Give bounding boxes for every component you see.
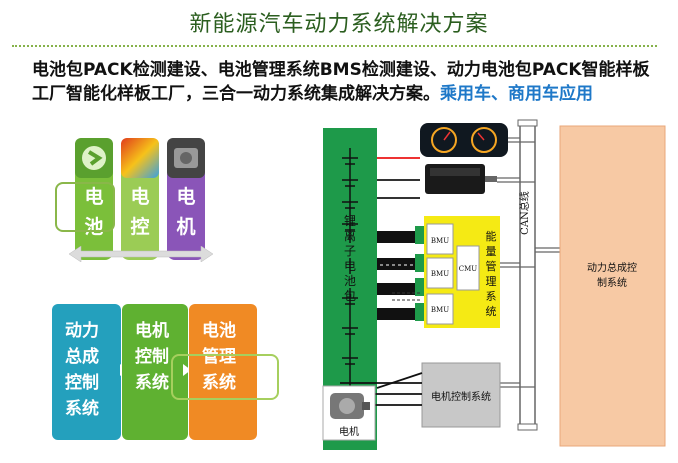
description: 电池包PACK检测建设、电池管理系统BMS检测建设、动力电池包PACK智能样板工…: [32, 58, 662, 106]
powertrain-label-line: 动力总成控: [587, 261, 637, 274]
arrow-right-icon: [183, 364, 191, 376]
battery-pack-char: 包: [344, 289, 356, 303]
system-line: 系统: [65, 399, 99, 419]
bmu-label: BMU: [431, 306, 449, 314]
description-highlight: 乘用车、商用车应用: [440, 84, 593, 104]
system-powertrain-control: 动力 总成 控制 系统: [52, 304, 121, 440]
battery-highlight-frame: [55, 182, 115, 232]
system-line: 电机: [135, 321, 169, 341]
system-line: 控制: [135, 347, 169, 367]
instrument-cluster-icon: [420, 123, 508, 157]
pillar-control-char-2: 控: [130, 216, 150, 238]
battery-pack-char: 池: [344, 274, 356, 288]
system-line: 管理: [202, 347, 236, 367]
system-line: 系统: [202, 373, 236, 393]
pillar-control-char-1: 电: [130, 186, 150, 208]
motor-controller-label: 电机控制系统: [431, 390, 491, 403]
system-line: 动力: [65, 321, 99, 341]
architecture-diagram: 锂 离 子 电 池 包 BMU BMU BMU CMU 能 量 管 理 系 统: [322, 119, 666, 450]
energy-char: 能: [486, 229, 497, 243]
motor-controller-box: [421, 362, 501, 428]
can-bus-label: CAN总线: [518, 191, 531, 235]
bmu-label: BMU: [431, 237, 449, 245]
cmu-label: CMU: [459, 265, 478, 273]
powertrain-control-box: [559, 125, 666, 447]
battery-pack-char: 离: [344, 228, 356, 243]
system-line: 总成: [65, 347, 99, 367]
system-battery-management: 电池 管理 系统: [189, 304, 257, 440]
title-divider: [12, 45, 657, 47]
pillar-motor-char-2: 机: [176, 216, 196, 238]
battery-pack-char: 锂: [344, 213, 356, 228]
controller-thermal-icon: [121, 138, 159, 178]
bmu-label: BMU: [431, 270, 449, 278]
system-line: 系统: [135, 373, 169, 393]
energy-char: 理: [486, 275, 497, 288]
bms-highlight-frame: [171, 354, 279, 400]
pillar-battery-char-1: 电: [84, 186, 104, 208]
system-line: 电池: [202, 321, 236, 341]
system-motor-control: 电机 控制 系统: [122, 304, 188, 440]
powertrain-label-line: 制系统: [597, 276, 627, 289]
page-title: 新能源汽车动力系统解决方案: [189, 12, 489, 37]
three-pillars: 电 池 电 控 电 机: [55, 130, 215, 270]
motor-photo-icon: [167, 138, 205, 178]
energy-char: 统: [486, 305, 497, 318]
motor-icon: [330, 393, 370, 419]
motor-label: 电机: [339, 425, 359, 438]
pillar-battery-char-2: 池: [84, 216, 104, 238]
system-line: 控制: [65, 373, 99, 393]
pillar-motor-char-1: 电: [176, 186, 196, 208]
energy-char: 管: [486, 259, 497, 273]
battery-pack-char: 电: [344, 259, 356, 273]
energy-char: 量: [486, 245, 497, 258]
battery-icon: [75, 138, 113, 178]
charger-device-icon: [425, 164, 497, 194]
battery-pack-char: 子: [344, 244, 356, 258]
energy-char: 系: [486, 290, 497, 303]
description-main: 电池包PACK检测建设、电池管理系统BMS检测建设、动力电池包PACK智能样板工…: [32, 60, 650, 104]
double-arrow-icon: [69, 246, 213, 262]
